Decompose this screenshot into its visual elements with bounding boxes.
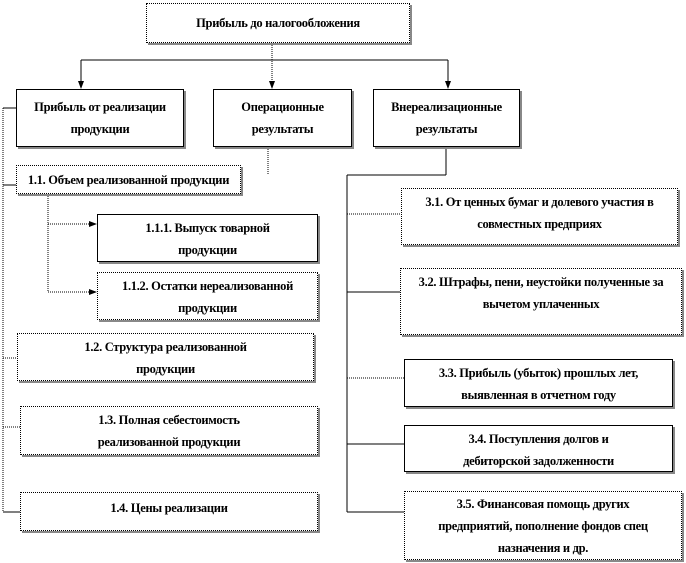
item-3-4: 3.4. Поступления долгов и дебиторской за…	[404, 425, 673, 472]
category-sales-profit: Прибыль от реализации продукции	[16, 89, 184, 147]
factor-1-1-2: 1.1.2. Остатки нереализованной продукции	[97, 272, 318, 320]
factor-1-1-1: 1.1.1. Выпуск товарной продукции	[97, 214, 318, 262]
factor-1-3: 1.3. Полная себестоимость реализованной …	[20, 406, 318, 455]
item-3-2: 3.2. Штрафы, пени, неустойки полученные …	[400, 268, 682, 335]
factor-1-4: 1.4. Цены реализации	[20, 492, 318, 531]
category-operating: Операционные результаты	[213, 89, 352, 147]
item-3-3: 3.3. Прибыль (убыток) прошлых лет, выявл…	[404, 359, 673, 407]
item-3-1: 3.1. От ценных бумаг и долевого участия …	[401, 188, 678, 245]
factor-1-2: 1.2. Структура реализованной продукции	[17, 333, 314, 381]
factor-1-1: 1.1. Объем реализованной продукции	[16, 165, 241, 194]
item-3-5: 3.5. Финансовая помощь других предприяти…	[404, 491, 682, 560]
category-non-sales: Внереализационные результаты	[373, 89, 520, 147]
root-box: Прибыль до налогообложения	[146, 3, 410, 43]
